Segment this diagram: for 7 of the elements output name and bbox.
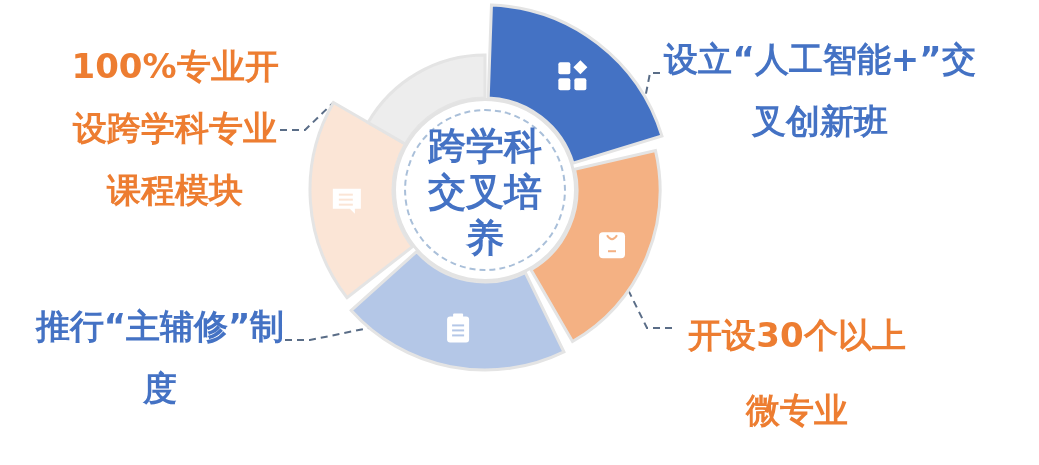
callout-text: 100%专业开设跨学科专业课程模块 xyxy=(70,35,280,221)
leader-line xyxy=(627,289,673,329)
center-title: 跨学科交叉培养 xyxy=(427,123,543,261)
callout-text: 开设30个以上微专业 xyxy=(672,298,922,448)
callout-text: 推行“主辅修”制度 xyxy=(35,295,285,419)
ring-segment xyxy=(308,101,414,300)
callout-text: 设立“人工智能+”交叉创新班 xyxy=(660,28,980,152)
